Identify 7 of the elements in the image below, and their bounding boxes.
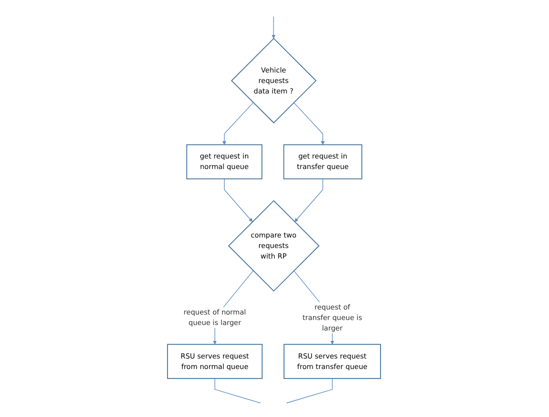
connector xyxy=(286,378,334,404)
arrow xyxy=(294,178,324,222)
connector xyxy=(214,378,262,404)
arrow xyxy=(222,102,254,145)
arrow xyxy=(224,178,254,222)
arrow xyxy=(294,102,326,145)
arrow xyxy=(272,16,276,39)
